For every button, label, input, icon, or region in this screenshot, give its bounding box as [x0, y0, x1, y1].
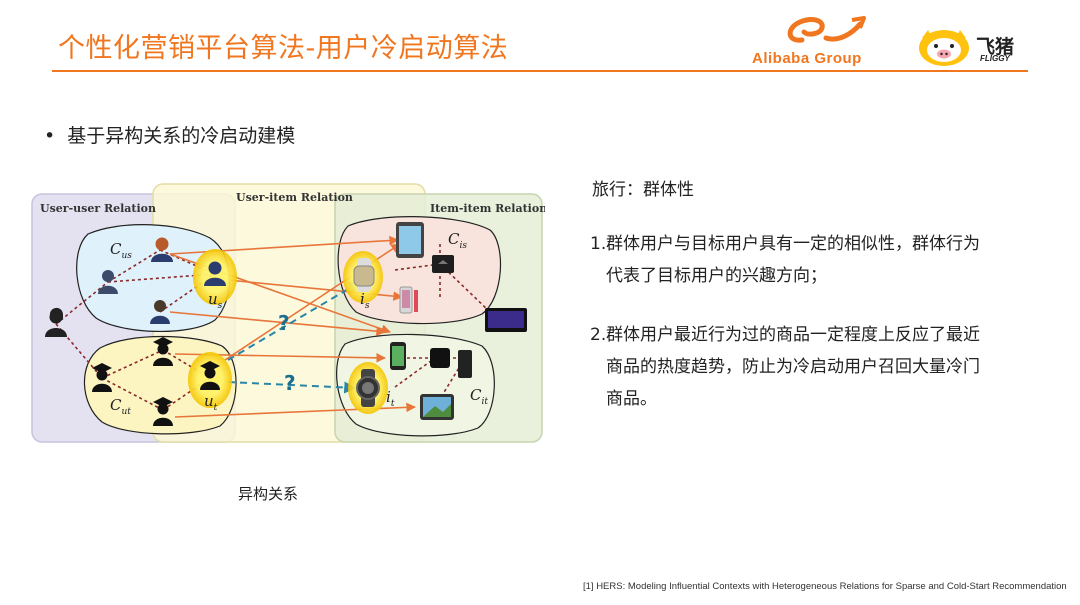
- bullet-text: 基于异构关系的冷启动建模: [67, 125, 296, 147]
- graduate-user-icon: [153, 397, 173, 426]
- heterogeneous-relation-diagram: User-user Relation User-item Relation It…: [31, 183, 545, 443]
- user-user-relation-label: User-user Relation: [40, 202, 156, 215]
- target-item-it-watch-icon: [356, 369, 380, 407]
- target-user-glow-ut: [188, 352, 232, 408]
- point-1-number: 1.: [590, 234, 607, 254]
- target-item-is-watch-icon: [353, 258, 375, 292]
- tablet-item-icon: [420, 394, 454, 420]
- label-u-s: us: [208, 290, 223, 311]
- label-c-ut: Cut: [110, 396, 131, 417]
- label-i-t: it: [386, 388, 395, 409]
- tablet-screen: [399, 226, 421, 254]
- title-underline: [52, 70, 1028, 72]
- phone-item-icon: [390, 342, 406, 370]
- label-u-t: ut: [204, 392, 218, 413]
- point-1-line-2: 代表了目标用户的兴趣方向；: [606, 266, 827, 286]
- point-2-line-1: 群体用户最近行为过的商品一定程度上反应了最近: [606, 325, 980, 345]
- point-1-line-1: 群体用户与目标用户具有一定的相似性，群体行为: [606, 234, 980, 254]
- bullet-dot-icon: •: [44, 125, 56, 147]
- user-icon: [98, 270, 118, 294]
- graduate-user-icon: [153, 337, 173, 366]
- graduate-user-icon: [92, 363, 112, 392]
- fliggy-pig-icon: [919, 30, 969, 66]
- alibaba-logo-text: Alibaba Group: [752, 50, 862, 67]
- user-icon: [150, 300, 170, 324]
- target-user-us-icon: [204, 261, 226, 286]
- set-top-item-icon: [458, 350, 472, 378]
- point-2-line-2: 商品的热度趋势，防止为冷启动用户召回大量冷门: [606, 357, 980, 377]
- tv-box-item-icon: [432, 255, 454, 273]
- monitor-item-icon: [485, 308, 527, 332]
- label-c-is: Cis: [448, 230, 467, 251]
- diagram-caption: 异构关系: [238, 485, 299, 503]
- point-2: 2.群体用户最近行为过的商品一定程度上反应了最近 商品的热度趋势，防止为冷启动用…: [590, 319, 1040, 415]
- point-2-number: 2.: [590, 325, 607, 345]
- slide-title: 个性化营销平台算法-用户冷启动算法: [58, 33, 509, 64]
- user-icon: [151, 237, 173, 262]
- point-2-line-3: 商品。: [606, 389, 657, 409]
- fliggy-logo-subtext: FLIGGY: [980, 54, 1010, 63]
- unknown-link-question-1: ?: [278, 311, 290, 335]
- target-user-ut-icon: [200, 361, 220, 390]
- label-c-us: Cus: [110, 240, 132, 261]
- fliggy-logo: 飞猪 FLIGGY: [916, 26, 1028, 68]
- alibaba-swoosh-icon: [787, 16, 866, 43]
- cold-start-user-icon: [45, 307, 67, 337]
- alibaba-logo: Alibaba Group: [752, 12, 902, 68]
- unknown-links: [227, 281, 362, 394]
- label-i-s: is: [360, 290, 370, 311]
- unknown-link-question-2: ?: [284, 371, 296, 395]
- phone-item-icon: [399, 286, 418, 314]
- cluster-c-us: [76, 224, 231, 332]
- point-1: 1.群体用户与目标用户具有一定的相似性，群体行为 代表了目标用户的兴趣方向；: [590, 228, 1040, 292]
- speaker-item-icon: [430, 348, 450, 368]
- section-heading: 旅行：群体性: [592, 180, 694, 200]
- target-user-glow-us: [193, 249, 237, 305]
- fliggy-logo-text: 飞猪: [976, 36, 1015, 58]
- user-item-relation-label: User-item Relation: [236, 191, 353, 204]
- item-item-relation-label: Item-item Relation: [430, 202, 545, 215]
- reference-footnote: [1] HERS: Modeling Influential Contexts …: [583, 581, 1067, 592]
- label-c-it: Cit: [470, 386, 488, 407]
- bullet-point: • 基于异构关系的冷启动建模: [44, 121, 295, 148]
